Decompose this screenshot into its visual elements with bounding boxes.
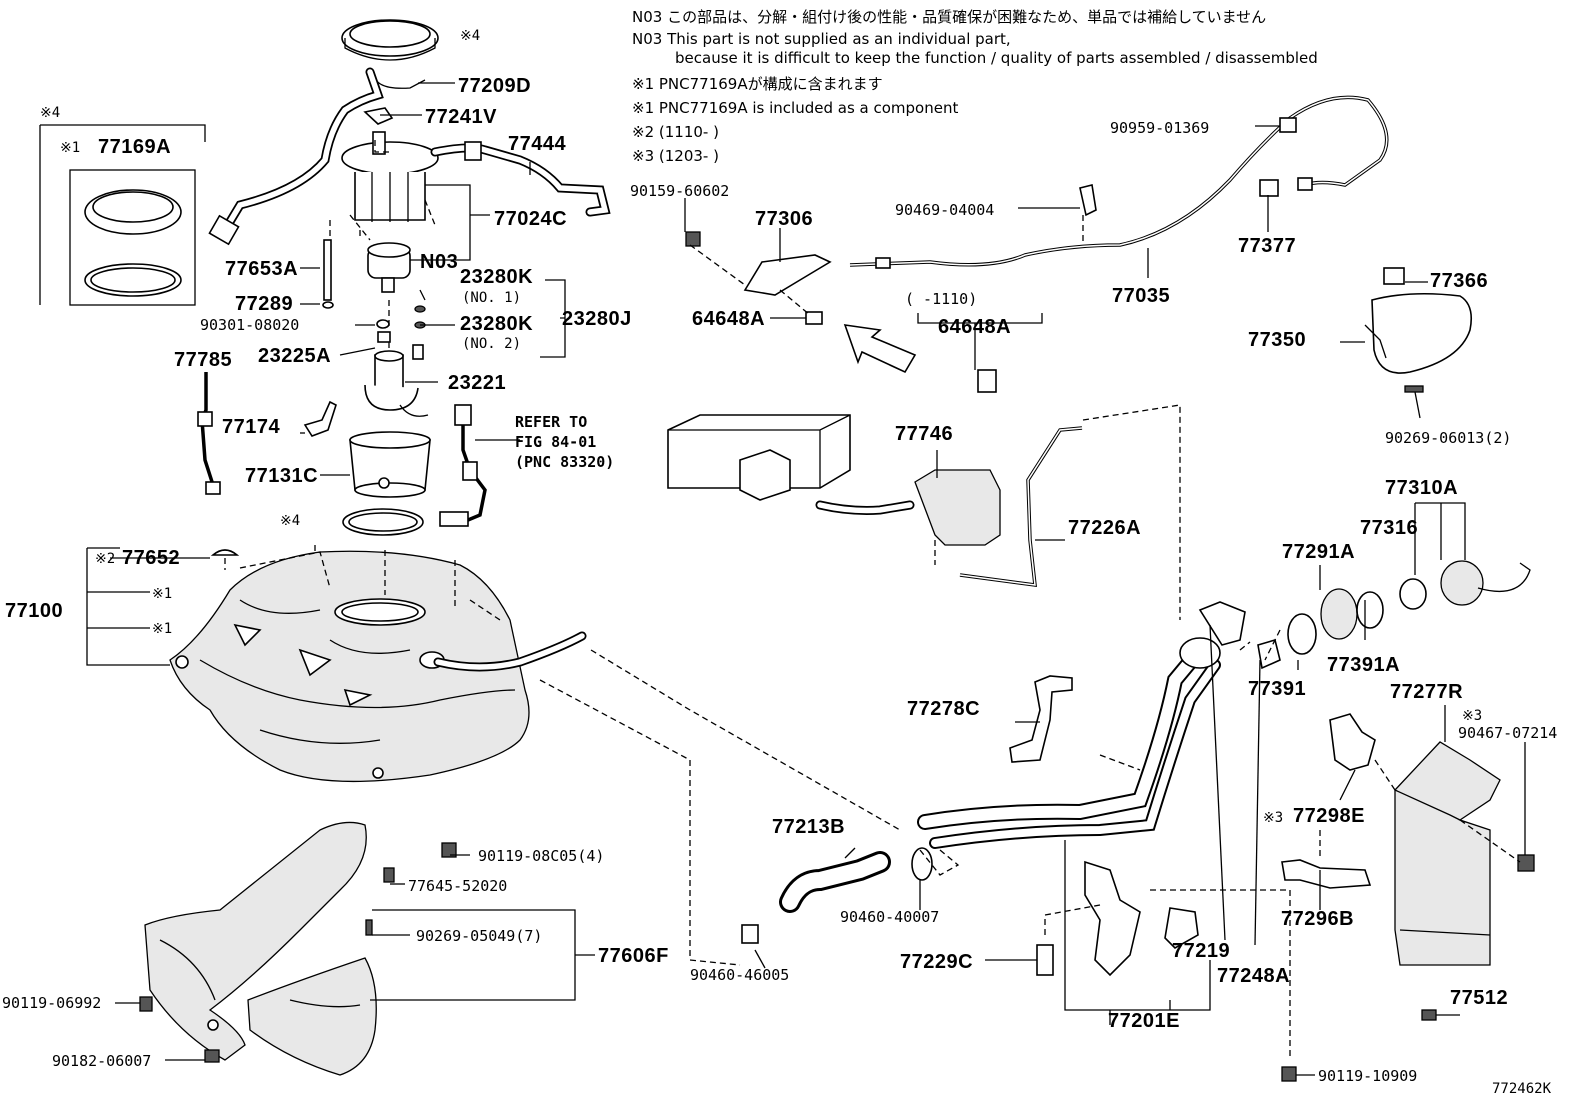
label-90467-07214: 90467-07214	[1458, 724, 1557, 742]
label-77174: 77174	[222, 416, 280, 438]
label-77209D: 77209D	[458, 75, 531, 97]
label-77316: 77316	[1360, 517, 1418, 539]
label-77277R: 77277R	[1390, 681, 1463, 703]
note-n03-en-1: N03 This part is not supplied as an indi…	[632, 30, 1011, 48]
pump-assembly-illustration	[197, 19, 611, 536]
label-77391: 77391	[1248, 678, 1306, 700]
label-77606F: 77606F	[598, 945, 669, 967]
label-77229C: 77229C	[900, 951, 973, 973]
label-77213B: 77213B	[772, 816, 845, 838]
label-64648A-right: 64648A	[938, 316, 1011, 338]
note-n03-jp: N03 この部品は、分解・組付け後の性能・品質確保が困難なため、単品では補給して…	[632, 8, 1266, 26]
marker-m4-box: ※4	[40, 105, 60, 121]
marker-m2-plug: ※2	[95, 551, 115, 567]
label-77377: 77377	[1238, 235, 1296, 257]
label-90119-06992: 90119-06992	[2, 994, 101, 1012]
label-77219: 77219	[1172, 940, 1230, 962]
marker-m1-box: ※1	[60, 140, 80, 156]
label-77350: 77350	[1248, 329, 1306, 351]
note-ref3: ※3 (1203- )	[632, 147, 719, 165]
note-n03-en-2: because it is difficult to keep the func…	[675, 49, 1318, 67]
note-ref2: ※2 (1110- )	[632, 123, 719, 141]
label-N03: N03	[420, 251, 458, 273]
label-90469-04004: 90469-04004	[895, 201, 994, 219]
label-77291A: 77291A	[1282, 541, 1355, 563]
label-23280K-1: 23280K	[460, 266, 533, 288]
label-refer-1: REFER TO	[515, 413, 587, 431]
label-77306: 77306	[755, 208, 813, 230]
label-77366: 77366	[1430, 270, 1488, 292]
filler-pipe-illustration	[539, 560, 1535, 1082]
marker-m4-top: ※4	[460, 28, 480, 44]
label-77785: 77785	[174, 349, 232, 371]
label-23221: 23221	[448, 372, 506, 394]
canister-illustration	[667, 404, 1181, 620]
label-90460-40007: 90460-40007	[840, 908, 939, 926]
label-90159-60602: 90159-60602	[630, 182, 729, 200]
label-23280K-1-sub: (NO. 1)	[462, 290, 521, 306]
marker-m3-clamp: ※3	[1263, 810, 1283, 826]
label-23280K-2: 23280K	[460, 313, 533, 335]
marker-m1-a: ※1	[152, 586, 172, 602]
label-77035: 77035	[1112, 285, 1170, 307]
label-77746: 77746	[895, 423, 953, 445]
label-77248A: 77248A	[1217, 965, 1290, 987]
label-90959-01369: 90959-01369	[1110, 119, 1209, 137]
leader-lines	[86, 82, 1526, 1076]
label-77024C: 77024C	[494, 208, 567, 230]
label-77226A: 77226A	[1068, 517, 1141, 539]
label-23280J: 23280J	[562, 308, 632, 330]
label-77169A: 77169A	[98, 136, 171, 158]
label-77278C: 77278C	[907, 698, 980, 720]
label-77100: 77100	[5, 600, 63, 622]
note-ref1-en: ※1 PNC77169A is included as a component	[632, 99, 958, 117]
label-90301-08020: 90301-08020	[200, 316, 299, 334]
label-77391A: 77391A	[1327, 654, 1400, 676]
label-77289: 77289	[235, 293, 293, 315]
marker-m3-bolt: ※3	[1462, 708, 1482, 724]
label-90119-10909: 90119-10909	[1318, 1067, 1417, 1085]
label-23280K-2-sub: (NO. 2)	[462, 336, 521, 352]
label-77444: 77444	[508, 133, 566, 155]
label-77298E: 77298E	[1293, 805, 1365, 827]
label-77512: 77512	[1450, 987, 1508, 1009]
label-refer-3: (PNC 83320)	[515, 453, 614, 471]
label-90269-05049: 90269-05049(7)	[416, 927, 542, 945]
label-77645-52020: 77645-52020	[408, 877, 507, 895]
fuel-tank-illustration	[169, 545, 587, 783]
label-refer-2: FIG 84-01	[515, 433, 596, 451]
label-paren-1110: ( -1110)	[905, 290, 977, 308]
label-90460-46005: 90460-46005	[690, 966, 789, 984]
label-77131C: 77131C	[245, 465, 318, 487]
label-90182-06007: 90182-06007	[52, 1052, 151, 1070]
label-77310A: 77310A	[1385, 477, 1458, 499]
note-ref1-jp: ※1 PNC77169Aが構成に含まれます	[632, 75, 883, 93]
label-77296B: 77296B	[1281, 908, 1354, 930]
label-77201E: 77201E	[1108, 1010, 1180, 1032]
part-labels: ※4 77209D 77241V 77444 ※4 ※1 77169A 7702…	[2, 28, 1557, 1097]
marker-m4-gasket: ※4	[280, 513, 300, 529]
notes-block: N03 この部品は、分解・組付け後の性能・品質確保が困難なため、単品では補給して…	[632, 8, 1318, 165]
kit-77169A-box	[39, 124, 206, 306]
label-77653A: 77653A	[225, 258, 298, 280]
label-90119-08C05: 90119-08C05(4)	[478, 847, 604, 865]
label-90269-06013: 90269-06013(2)	[1385, 429, 1511, 447]
label-23225A: 23225A	[258, 345, 331, 367]
protector-illustration	[139, 821, 457, 1076]
label-77241V: 77241V	[425, 106, 497, 128]
label-77652: 77652	[122, 547, 180, 569]
marker-m1-b: ※1	[152, 621, 172, 637]
figure-id: 772462K	[1492, 1081, 1552, 1097]
opener-cable-illustration	[685, 95, 1473, 393]
label-64648A-left: 64648A	[692, 308, 765, 330]
